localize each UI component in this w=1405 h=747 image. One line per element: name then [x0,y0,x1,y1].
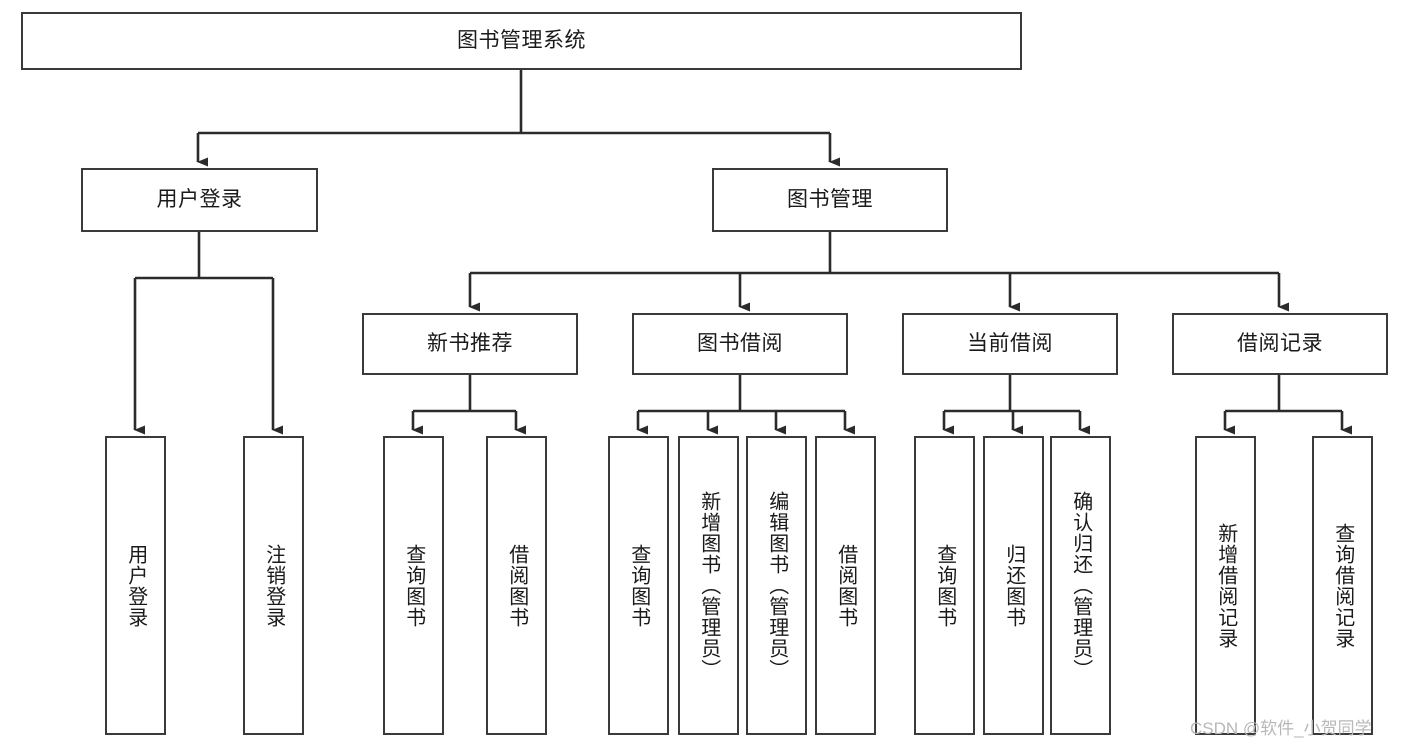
leaf-borrow-query-book[interactable]: 查询图书 [608,436,669,735]
node-label: 编辑图书（管理员） [765,491,788,680]
node-borrow-record[interactable]: 借阅记录 [1172,313,1388,375]
leaf-record-add-borrow-record[interactable]: 新增借阅记录 [1195,436,1256,735]
leaf-recommend-query-book[interactable]: 查询图书 [383,436,444,735]
leaf-user-login-signin[interactable]: 用户登录 [105,436,166,735]
node-label: 新增借阅记录 [1214,522,1237,649]
node-label: 确认归还（管理员） [1069,491,1092,680]
node-label: 新增图书（管理员） [697,491,720,680]
leaf-current-query-book[interactable]: 查询图书 [914,436,975,735]
csdn-watermark: CSDN @软件_小贺同学 [1190,719,1372,738]
leaf-user-login-signout[interactable]: 注销登录 [243,436,304,735]
node-root-system[interactable]: 图书管理系统 [21,12,1022,70]
node-label: 查询图书 [627,543,650,628]
leaf-current-return-book[interactable]: 归还图书 [983,436,1044,735]
node-label: 查询借阅记录 [1331,522,1354,649]
leaf-current-confirm-return-admin[interactable]: 确认归还（管理员） [1050,436,1111,735]
node-book-management[interactable]: 图书管理 [712,168,948,232]
node-label: 图书管理系统 [457,29,586,53]
node-label: 图书管理 [787,188,873,212]
node-label: 用户登录 [124,543,147,628]
node-label: 用户登录 [156,188,243,212]
node-label: 归还图书 [1002,543,1025,628]
node-current-borrow[interactable]: 当前借阅 [902,313,1118,375]
node-book-borrow[interactable]: 图书借阅 [632,313,848,375]
node-label: 新书推荐 [427,332,513,356]
leaf-borrow-add-book-admin[interactable]: 新增图书（管理员） [678,436,739,735]
node-label: 借阅记录 [1237,332,1323,356]
node-label: 查询图书 [933,543,956,628]
node-label: 借阅图书 [505,543,528,628]
node-new-book-recommend[interactable]: 新书推荐 [362,313,578,375]
node-user-login[interactable]: 用户登录 [81,168,318,232]
leaf-borrow-borrow-book[interactable]: 借阅图书 [815,436,876,735]
leaf-borrow-edit-book-admin[interactable]: 编辑图书（管理员） [746,436,807,735]
leaf-recommend-borrow-book[interactable]: 借阅图书 [486,436,547,735]
node-label: 注销登录 [262,543,285,628]
leaf-record-query-borrow-record[interactable]: 查询借阅记录 [1312,436,1373,735]
node-label: 查询图书 [402,543,425,628]
node-label: 当前借阅 [967,332,1053,356]
node-label: 借阅图书 [834,543,857,628]
node-label: 图书借阅 [697,332,783,356]
